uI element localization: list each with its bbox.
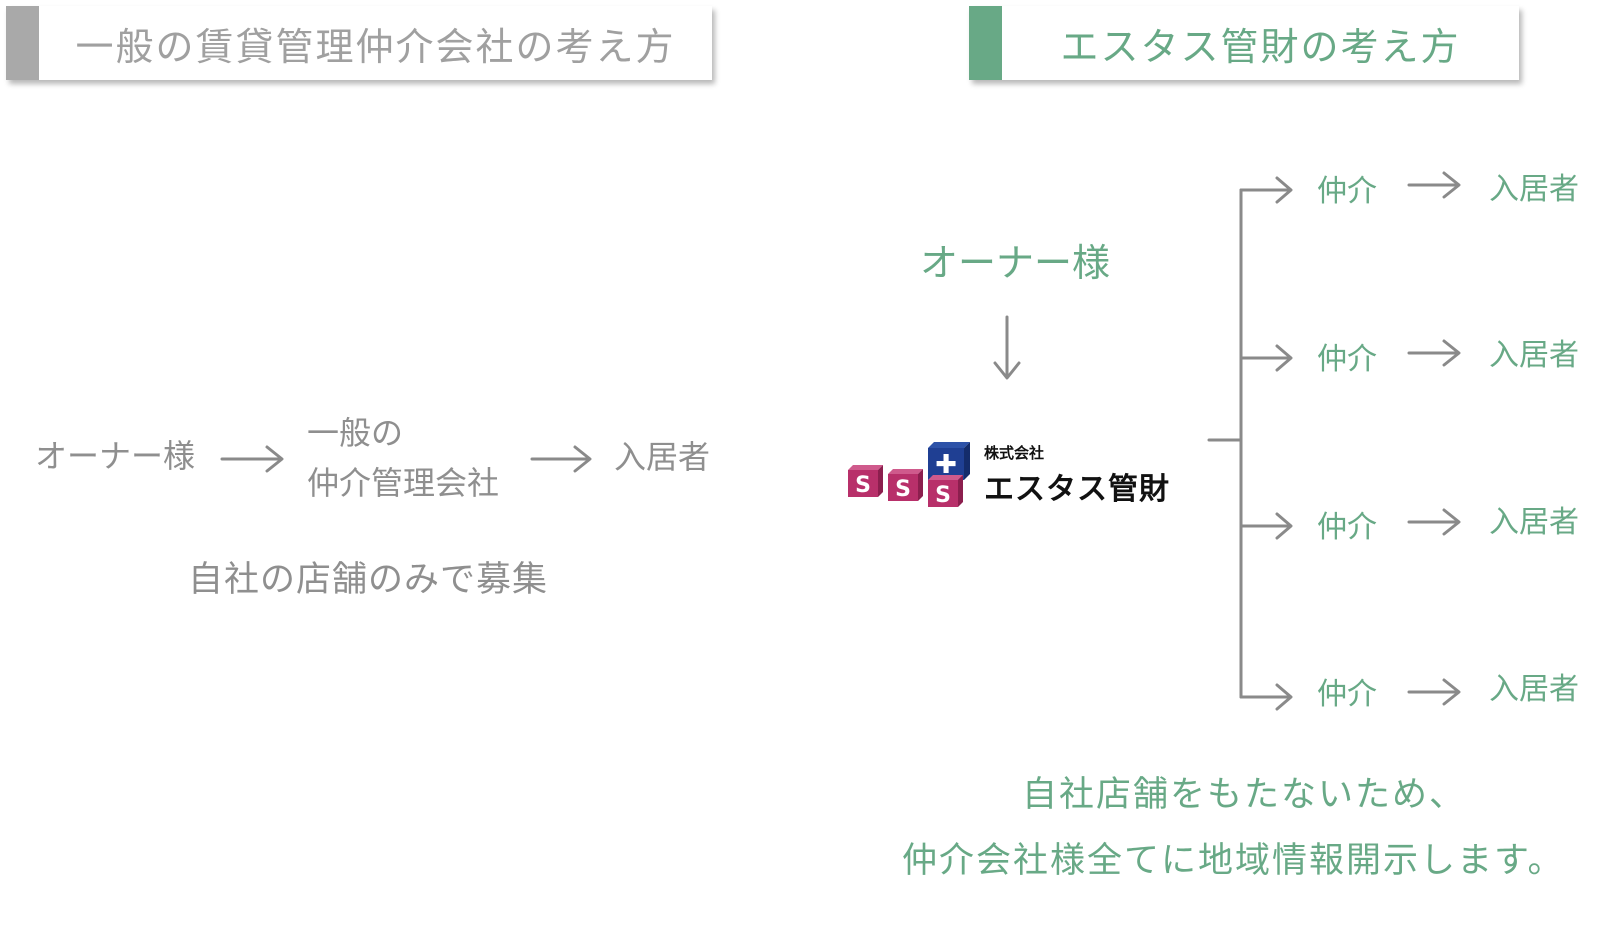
arrow-broker-to-tenant [1407,678,1461,706]
header-accent-bar [6,6,39,80]
left-agency-label-line1: 一般の [307,414,404,452]
header-title: 一般の賃貸管理仲介会社の考え方 [75,24,676,69]
left-agency-label-line2: 仲介管理会社 [307,464,500,502]
broker-label: 仲介 [1317,174,1377,209]
sss-blocks-logo-icon: ✚ S S S [848,442,970,508]
arrow-owner-to-agency [220,445,284,473]
right-caption-line2: 仲介会社様全てに地域情報開示します。 [902,841,1565,881]
header-general-company: 一般の賃貸管理仲介会社の考え方 [6,6,712,80]
arrow-broker-to-tenant [1407,508,1461,536]
estas-company-logo: ✚ S S S 株式会社 エスタス管財 [846,442,1176,508]
arrow-broker-to-tenant [1407,339,1461,367]
branch-bracket [1207,176,1293,711]
tenant-label: 入居者 [1489,172,1579,207]
left-owner-label: オーナー様 [35,437,196,475]
arrow-agency-to-tenant [530,445,592,473]
header-accent-bar [969,6,1002,80]
header-title: エスタス管財の考え方 [1060,24,1461,69]
broker-label: 仲介 [1317,342,1377,377]
svg-text:S: S [895,477,911,502]
left-tenant-label: 入居者 [614,438,711,476]
svg-text:S: S [935,483,951,508]
logo-company-name: エスタス管財 [984,472,1170,507]
tenant-label: 入居者 [1489,338,1579,373]
logo-company-type: 株式会社 [984,444,1045,462]
broker-label: 仲介 [1317,510,1377,545]
header-estas-company: エスタス管財の考え方 [969,6,1519,80]
arrow-broker-to-tenant [1407,171,1461,199]
svg-text:S: S [855,473,871,498]
broker-label: 仲介 [1317,677,1377,712]
right-owner-label: オーナー様 [920,241,1111,285]
left-caption: 自社の店舗のみで募集 [188,560,549,600]
tenant-label: 入居者 [1489,672,1579,707]
right-caption-line1: 自社店舗をもたないため、 [1022,775,1467,815]
arrow-owner-to-estas [993,315,1021,380]
tenant-label: 入居者 [1489,505,1579,540]
svg-text:✚: ✚ [935,450,957,480]
